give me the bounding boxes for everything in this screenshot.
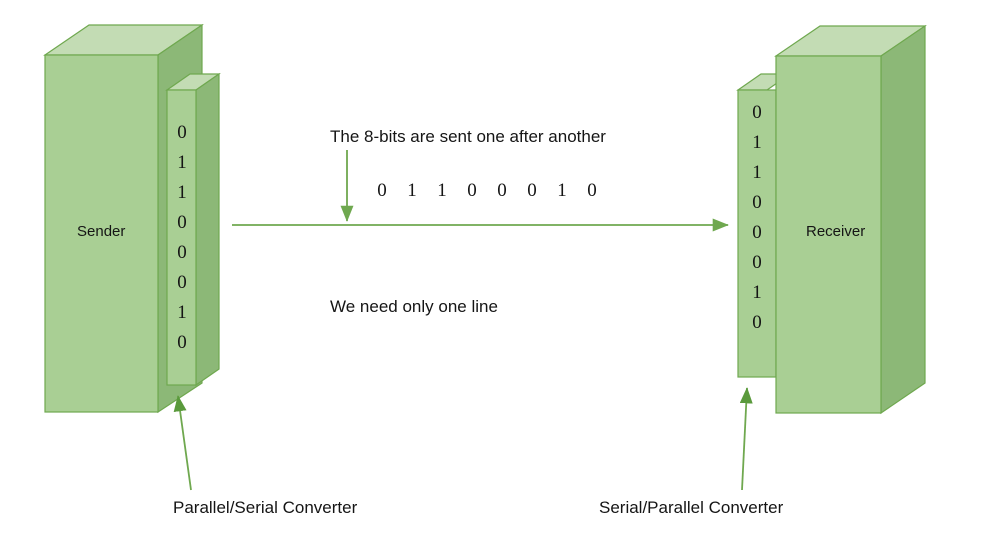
receiver-bit: 0 [752, 252, 762, 273]
serial-parallel-converter-arrow [739, 387, 753, 491]
serial-bit: 0 [587, 180, 597, 201]
receiver-box-front-face [775, 55, 882, 414]
sender-bit: 0 [177, 212, 187, 233]
serial-bit: 0 [497, 180, 507, 201]
serial-bit: 0 [527, 180, 537, 201]
serial-bit: 1 [557, 180, 567, 201]
channel-note-top: The 8-bits are sent one after another [330, 127, 606, 146]
serial-parallel-converter-caption: Serial/Parallel Converter [599, 498, 784, 517]
sender-bit: 0 [177, 332, 187, 353]
receiver-box-side-face [880, 24, 926, 415]
sender-bit-list: 0 1 1 0 0 0 1 0 [170, 118, 194, 358]
receiver-bit-column [736, 73, 792, 378]
parallel-serial-converter-arrow [173, 395, 192, 491]
serial-bit: 1 [407, 180, 417, 201]
receiver-bit: 1 [752, 132, 762, 153]
sender-bit: 0 [177, 272, 187, 293]
sender-bit: 0 [177, 242, 187, 263]
sender-bit-column-front-face [166, 89, 197, 386]
receiver-bit: 0 [752, 312, 762, 333]
receiver-box [774, 24, 927, 415]
sender-bit: 1 [177, 152, 187, 173]
parallel-serial-converter-caption: Parallel/Serial Converter [173, 498, 358, 517]
serial-bit: 0 [377, 180, 387, 201]
receiver-bit: 0 [752, 192, 762, 213]
receiver-bit-list: 0 1 1 0 0 0 1 0 [745, 98, 769, 338]
sender-bit: 1 [177, 182, 187, 203]
sender-label: Sender [77, 223, 126, 240]
receiver-bit: 0 [752, 102, 762, 123]
channel-note-bottom: We need only one line [330, 297, 498, 316]
receiver-bit: 0 [752, 222, 762, 243]
sender-bit-column-side-face [195, 72, 220, 387]
sender-bit: 0 [177, 122, 187, 143]
serial-bit: 0 [467, 180, 477, 201]
sender-bit: 1 [177, 302, 187, 323]
serial-bit: 1 [437, 180, 447, 201]
sender-box-front-face [44, 54, 159, 413]
receiver-bit: 1 [752, 282, 762, 303]
receiver-bit: 1 [752, 162, 762, 183]
receiver-bit-column-front-face [737, 89, 777, 378]
sender-bit-column [165, 72, 221, 387]
receiver-label: Receiver [806, 223, 866, 240]
